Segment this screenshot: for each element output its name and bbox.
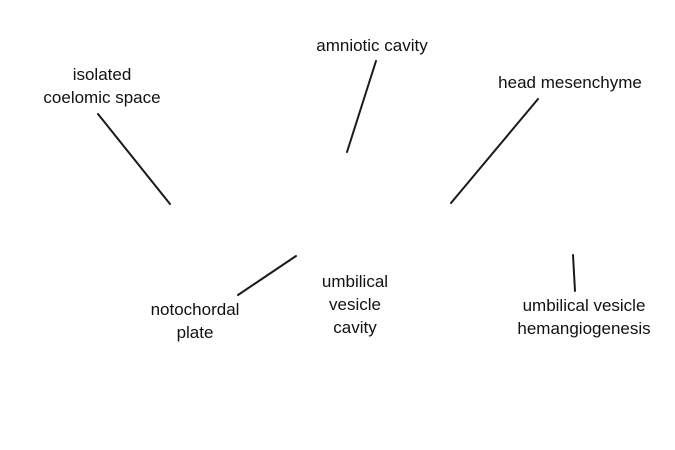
label-umbilical-vesicle-cavity: umbilical vesicle cavity [322,270,388,339]
label-notochordal-plate-line2: plate [176,323,214,342]
label-isolated-coelomic-space: isolated coelomic space [43,63,160,109]
label-amniotic-cavity: amniotic cavity [316,34,427,57]
label-umbilical-vesicle-cavity-line1: umbilical [321,272,389,291]
leader-line-amniotic-cavity [346,60,377,153]
label-isolated-coelomic-space-line1: isolated [72,65,132,84]
leader-line-isolated-coelomic-space [97,113,171,205]
label-amniotic-cavity-line1: amniotic cavity [316,36,428,55]
leader-line-umbilical-vesicle-hemangiogenesis [572,254,576,292]
label-notochordal-plate: notochordal plate [151,298,240,344]
label-umbilical-vesicle-hemangiogenesis: umbilical vesicle hemangiogenesis [517,294,650,340]
label-umbilical-vesicle-hemangiogenesis-line1: umbilical vesicle [522,296,646,315]
label-umbilical-vesicle-cavity-line3: cavity [333,318,377,337]
label-umbilical-vesicle-hemangiogenesis-line2: hemangiogenesis [517,319,651,338]
label-head-mesenchyme-line1: head mesenchyme [498,73,642,92]
leader-line-notochordal-plate [237,255,297,296]
label-head-mesenchyme: head mesenchyme [498,71,642,94]
leader-line-head-mesenchyme [450,98,539,204]
label-notochordal-plate-line1: notochordal [150,300,240,319]
label-umbilical-vesicle-cavity-line2: vesicle [329,295,381,314]
label-isolated-coelomic-space-line2: coelomic space [43,88,161,107]
